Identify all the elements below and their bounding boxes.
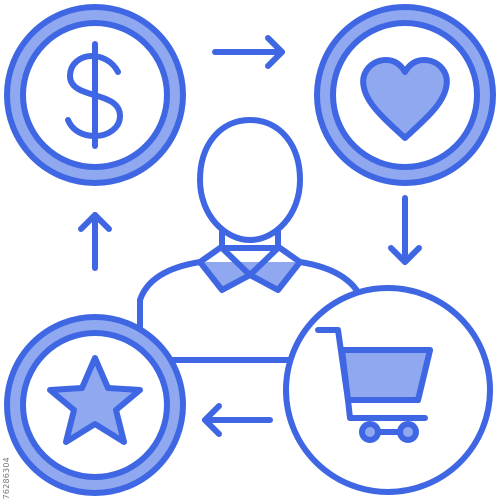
shopping-cart-icon	[283, 285, 493, 495]
star-coin-icon	[4, 314, 186, 496]
dollar-coin-icon	[4, 4, 186, 186]
arrow-right-icon	[212, 35, 285, 69]
image-id-text: 1176286304	[2, 457, 11, 500]
person-icon	[137, 117, 365, 363]
heart-coin-icon	[314, 4, 496, 186]
arrow-left-icon	[202, 403, 273, 437]
arrow-up-icon	[78, 212, 112, 271]
arrow-down-icon	[388, 195, 422, 265]
